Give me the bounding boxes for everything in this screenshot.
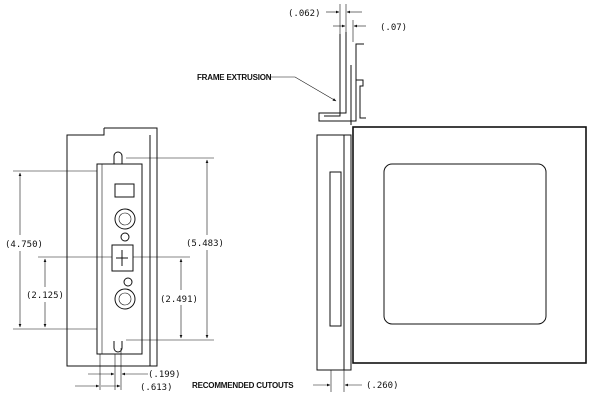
lower-connector — [114, 288, 136, 310]
frame-assembly-view: (.062) (.07) FRAME EXTRUSION (.260) — [197, 4, 587, 392]
dim-260: (.260) — [366, 381, 399, 391]
top-slot — [113, 151, 123, 164]
panel-outline — [66, 127, 158, 367]
dim-613: (.613) — [140, 383, 173, 393]
frame-extrusion-leader — [268, 76, 337, 102]
window-opening — [383, 163, 547, 325]
rect-cutout — [114, 183, 135, 198]
side-frame — [316, 134, 352, 371]
dim-4750: (4.750) — [5, 240, 43, 250]
bottom-slot — [113, 341, 123, 353]
dim-2125: (2.125) — [26, 291, 64, 301]
center-component — [111, 244, 134, 272]
dim-5483: (5.483) — [186, 239, 224, 249]
cutout-strip — [96, 163, 143, 355]
frame-extrusion-inner — [324, 34, 341, 117]
frame-extrusion-clip — [356, 79, 366, 119]
cutout-panel-view: (4.750) (2.125) (5.483) (2.491) (.199) (… — [5, 127, 294, 393]
lower-connector-inner — [118, 292, 132, 306]
window-panel — [352, 126, 587, 364]
dim-07: (.07) — [380, 23, 407, 33]
dim-2491: (2.491) — [160, 295, 198, 305]
upper-connector — [114, 208, 136, 230]
lower-small-hole — [123, 277, 133, 287]
upper-small-hole — [120, 232, 130, 242]
frame-extrusion-profile — [318, 32, 364, 122]
frame-extrusion-label: FRAME EXTRUSION — [197, 73, 272, 82]
side-frame-slot — [329, 171, 342, 327]
upper-connector-inner — [118, 212, 132, 226]
dim-199: (.199) — [148, 370, 181, 380]
recommended-cutouts-label: RECOMMENDED CUTOUTS — [192, 381, 294, 390]
dim-062: (.062) — [288, 9, 321, 19]
